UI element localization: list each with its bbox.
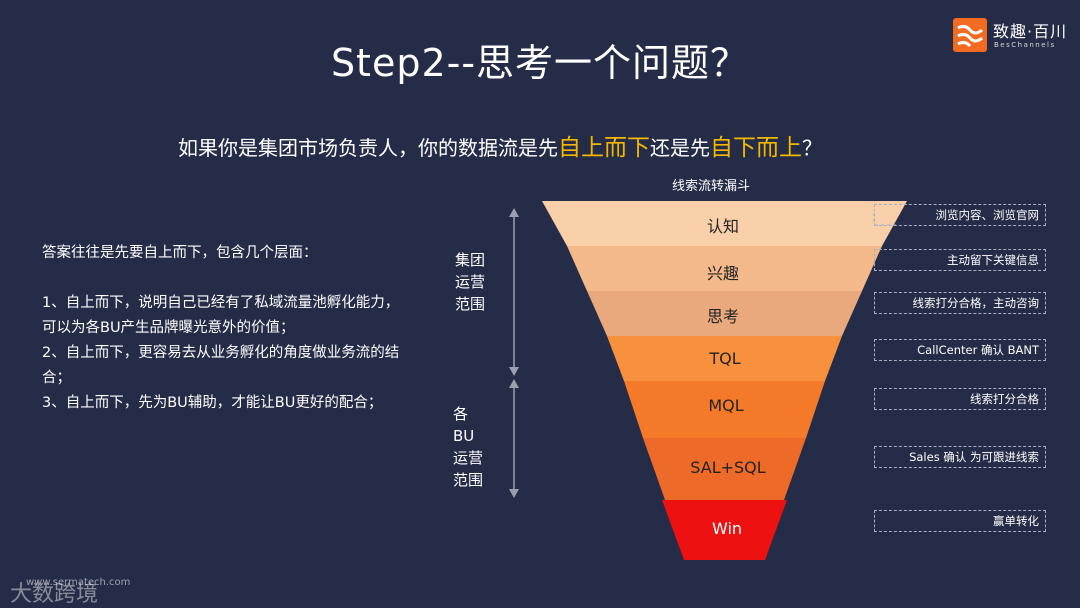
stage-note: 浏览内容、浏览官网 — [874, 204, 1046, 226]
funnel-stage-label: 兴趣 — [706, 264, 739, 283]
stage-note: 主动留下关键信息 — [874, 249, 1046, 271]
brand-name-cn: 致趣·百川 — [993, 22, 1068, 41]
group-scope-line: 集团 — [455, 251, 486, 269]
group-scope-label: 集团 运营 范围 — [455, 249, 491, 315]
funnel-stage-mql — [624, 381, 825, 438]
bu-scope-line: 各BU — [453, 405, 475, 445]
funnel-stage-tql — [607, 336, 842, 381]
group-scope-line: 运营 — [455, 273, 486, 291]
brand-name-en: BesChannels — [994, 41, 1056, 49]
stage-note: Sales 确认 为可跟进线索 — [874, 446, 1046, 468]
stage-note: CallCenter 确认 BANT — [874, 339, 1046, 361]
funnel-stage-label: MQL — [708, 396, 744, 415]
funnel-stage-label: TQL — [709, 349, 741, 368]
funnel-stage-label: Win — [711, 519, 743, 538]
question-text: 如果你是集团市场负责人，你的数据流是先自上而下还是先自下而上？ — [0, 128, 1000, 162]
stage-note: 赢单转化 — [874, 510, 1046, 532]
funnel-stage-awareness — [542, 201, 907, 246]
question-highlight-top-down: 自上而下 — [558, 135, 650, 161]
bu-scope-line: 运营 — [453, 449, 484, 467]
bu-scope-arrow — [509, 379, 519, 498]
answer-line: 合； — [42, 370, 71, 386]
question-highlight-bottom-up: 自下而上 — [710, 135, 802, 161]
brand-logo: 致趣·百川 BesChannels — [953, 18, 1073, 54]
group-scope-arrow — [509, 208, 519, 376]
answer-line: 2、自上而下，更容易去从业务孵化的角度做业务流的结 — [42, 345, 400, 361]
bu-scope-label: 各BU 运营 范围 — [453, 403, 489, 491]
funnel-title: 线索流转漏斗 — [672, 179, 751, 194]
answer-block: 答案往往是先要自上而下，包含几个层面： 1、自上而下，说明自己已经有了私域流量池… — [42, 241, 442, 416]
stage-note: 线索打分合格，主动咨询 — [874, 292, 1046, 314]
question-part-2: 还是先 — [650, 136, 710, 160]
question-part-1: 如果你是集团市场负责人，你的数据流是先 — [178, 136, 558, 160]
stage-note: 线索打分合格 — [874, 388, 1046, 410]
answer-line: 1、自上而下，说明自己已经有了私域流量池孵化能力， — [42, 295, 400, 311]
watermark-url: www.sermatech.com — [26, 577, 131, 588]
group-scope-line: 范围 — [455, 295, 486, 313]
funnel-stage-label: 思考 — [706, 307, 739, 326]
funnel-stage-label: SAL+SQL — [690, 458, 766, 477]
bu-scope-line: 范围 — [453, 471, 484, 489]
answer-line: 可以为各BU产生品牌曝光意外的价值； — [42, 320, 295, 336]
question-part-3: ？ — [802, 136, 822, 160]
funnel-stages — [542, 201, 907, 560]
slide-title: Step2--思考一个问题？ — [330, 41, 750, 85]
answer-intro: 答案往往是先要自上而下，包含几个层面： — [42, 245, 318, 261]
funnel-stage-label: 认知 — [706, 217, 739, 236]
funnel-stage-consideration — [587, 291, 862, 336]
brand-logo-icon — [953, 18, 987, 52]
watermark: 大数跨境 — [10, 582, 99, 607]
funnel-stage-win — [662, 500, 787, 560]
answer-line: 3、自上而下，先为BU辅助，才能让BU更好的配合； — [42, 395, 383, 411]
funnel-stage-sal-sql — [643, 438, 806, 500]
funnel-stage-interest — [567, 246, 882, 291]
